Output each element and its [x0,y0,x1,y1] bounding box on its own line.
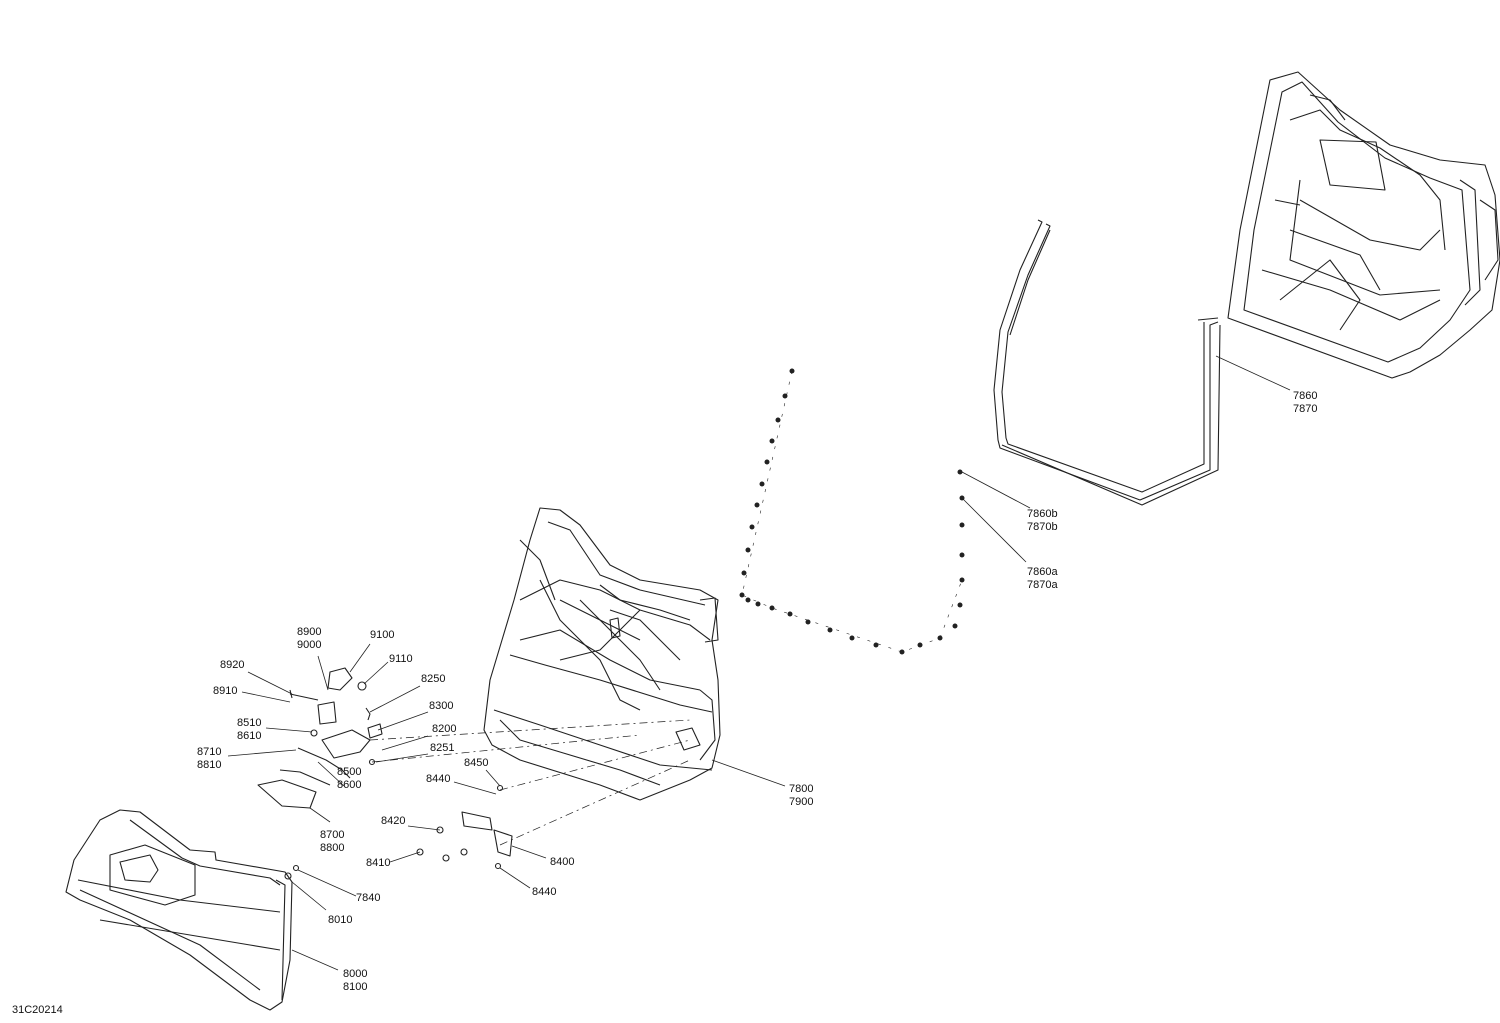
rivet-dash-line [741,370,963,653]
drawing-id: 31C20214 [12,1004,63,1016]
callout-8440-top: 8440 [426,773,451,785]
callout-8920: 8920 [220,659,245,671]
push-rivets-group [739,368,965,655]
leader-lines [227,355,1291,971]
callout-8450: 8450 [464,757,489,769]
callout-8910: 8910 [213,685,238,697]
door-inner-panel-part [483,507,721,801]
latch-hardware-group [257,667,513,880]
callout-8440-bottom: 8440 [532,886,557,898]
assembly-lines [369,719,691,846]
callout-8010: 8010 [328,914,353,926]
door-frame-outer-part [1227,71,1500,379]
callout-8300: 8300 [429,700,454,712]
callout-7840: 7840 [356,892,381,904]
door-seal-part [993,219,1221,506]
door-outer-panel-part [65,809,293,1011]
callout-8251: 8251 [430,742,455,754]
callout-9100: 9100 [370,629,395,641]
callout-8400: 8400 [550,856,575,868]
callout-8420: 8420 [381,815,406,827]
callout-9110: 9110 [389,653,413,665]
callout-8410: 8410 [366,857,391,869]
callout-8250: 8250 [421,673,446,685]
callout-8200: 8200 [432,723,457,735]
